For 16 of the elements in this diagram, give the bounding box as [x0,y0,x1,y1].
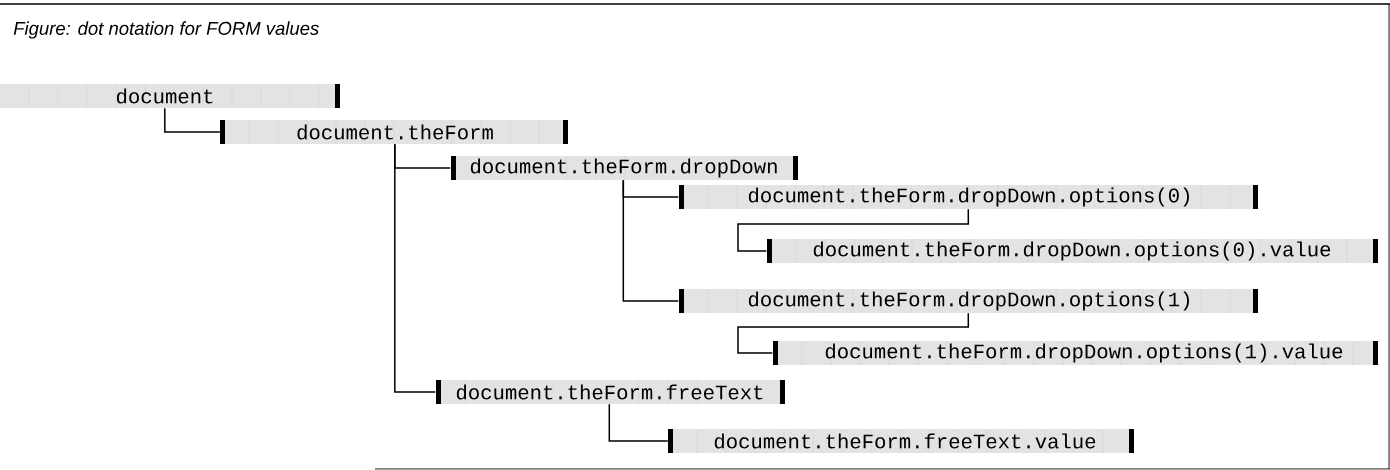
tree-bar: document.theForm [220,119,568,145]
connector-line [164,107,221,133]
tree-bar: document.theForm.dropDown.options(0).value [767,238,1378,264]
tree-bar: document [0,83,340,109]
tree-bar: document.theForm.dropDown [451,155,798,181]
tree-bar: document.theForm.freeText [436,379,785,405]
tree-bar: document.theForm.dropDown.options(0) [679,184,1258,210]
tree-bar: document.theForm.freeText.value [668,428,1134,454]
tree-bar: document.theForm.dropDown.options(1).value [773,340,1378,366]
connector-line [394,143,437,393]
connector-line [608,403,669,442]
connector-line [622,179,680,302]
tree-bar: document.theForm.dropDown.options(1) [679,288,1258,314]
figure-title: Figure: dot notation for FORM values [13,21,319,39]
connector-line [737,208,970,252]
connector-line [737,312,970,354]
